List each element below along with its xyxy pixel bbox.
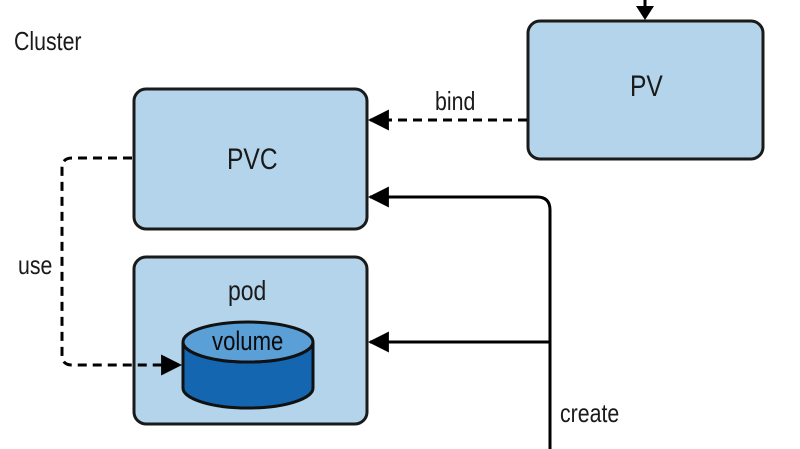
use-edge-label: use: [18, 250, 53, 280]
cluster-label: Cluster: [14, 26, 82, 56]
pvc-label: PVC: [227, 143, 278, 176]
pv-label: PV: [630, 70, 663, 103]
create-arrow-to-pvc: [367, 186, 552, 449]
pv-box: [526, 19, 765, 161]
pod-label: pod: [228, 275, 267, 306]
pv-incoming-arrow: [636, 0, 654, 20]
use-arrow: [60, 156, 183, 376]
pvc-box: [132, 87, 369, 231]
bind-edge-label: bind: [435, 86, 476, 116]
create-edge-label: create: [560, 398, 620, 428]
volume-label: volume: [212, 326, 284, 356]
volume-cylinder: [181, 320, 315, 410]
